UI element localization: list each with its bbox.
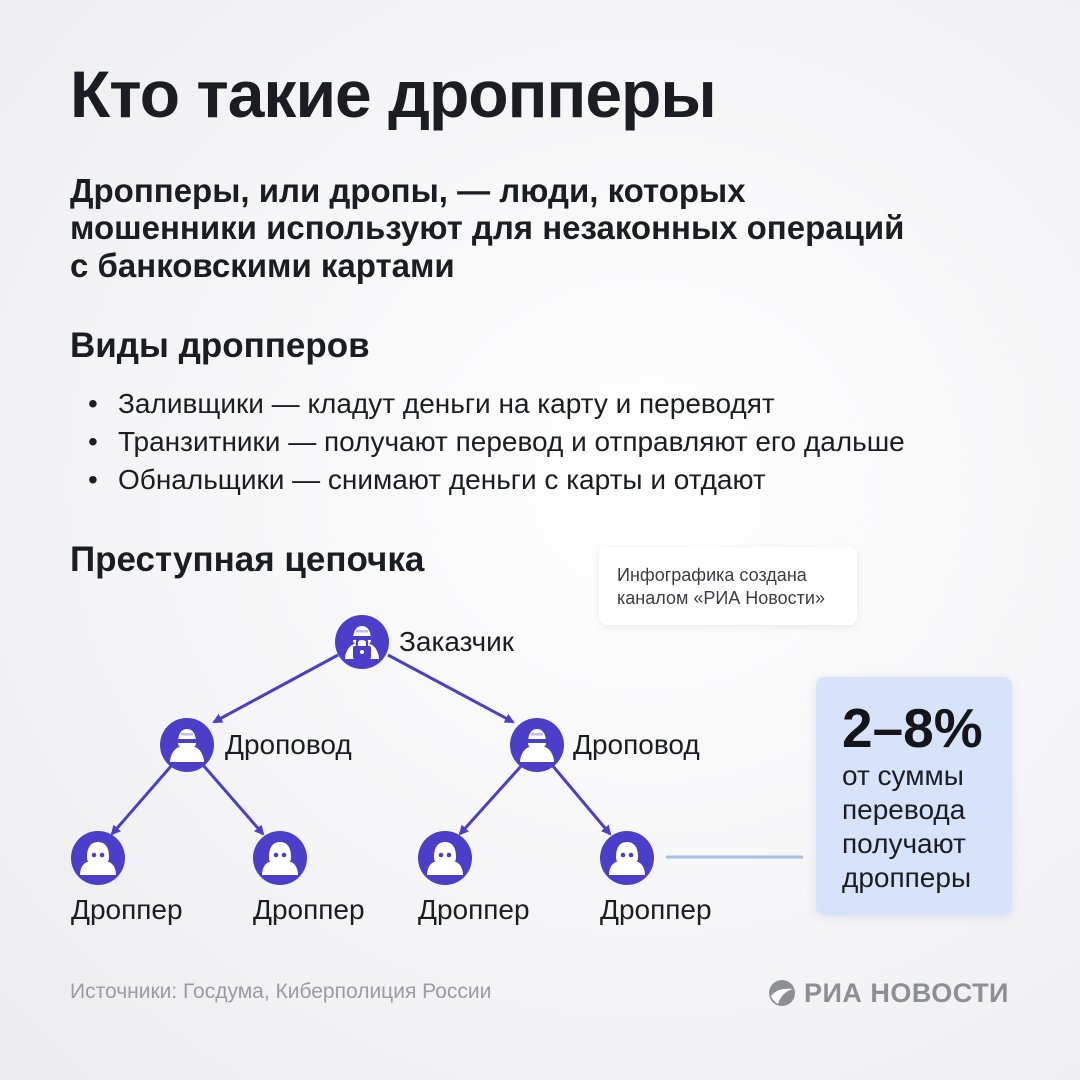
stat-box: 2–8% от суммы перевода получают дропперы [816, 677, 1012, 915]
stat-text: от суммы перевода получают дропперы [842, 759, 1012, 895]
lock-icon [353, 637, 371, 659]
node-label-dropovod: Дроповод [573, 729, 700, 760]
stat-line: перевода [842, 794, 966, 825]
arrow [550, 764, 612, 836]
arrow [201, 764, 265, 836]
dropovod-icon [510, 718, 564, 772]
types-heading: Виды дропперов [70, 326, 370, 365]
credit-note: Инфографика создана каналом «РИА Новости… [599, 547, 857, 625]
lead-text: Дропперы, или дропы, — люди, которых мош… [70, 172, 1030, 284]
node-label-dropper: Дроппер [600, 894, 712, 925]
ria-logo-icon [769, 980, 795, 1006]
stat-value: 2–8% [842, 697, 983, 759]
arrow [387, 653, 515, 724]
dropper-icon [418, 831, 472, 885]
lead-line: Дропперы, или дропы, — люди, которых [70, 172, 746, 209]
arrow [110, 764, 174, 836]
lead-line: мошенники используют для незаконных опер… [70, 209, 905, 247]
stat-line: получают [842, 828, 966, 859]
list-item: Заливщики — кладут деньги на карту и пер… [88, 385, 905, 423]
brand-text: РИА НОВОСТИ [804, 977, 1009, 1008]
node-label-dropper: Дроппер [418, 894, 530, 925]
list-item: Транзитники — получают перевод и отправл… [88, 423, 905, 461]
stat-line: дропперы [842, 862, 972, 893]
node-label-customer: Заказчик [399, 626, 514, 657]
page-title: Кто такие дропперы [70, 57, 717, 131]
stat-line: от суммы [842, 760, 964, 791]
dropper-icon [600, 831, 654, 885]
arrow [212, 653, 339, 724]
credit-line: Инфографика создана [617, 565, 807, 585]
lead-line: с банковскими картами [70, 246, 455, 284]
credit-line: каналом «РИА Новости» [617, 588, 825, 608]
sources-note: Источники: Госдума, Киберполиция России [70, 980, 492, 1003]
dropper-icon [71, 831, 125, 885]
node-label-dropper: Дроппер [253, 894, 365, 925]
list-item: Обнальщики — снимают деньги с карты и от… [88, 461, 905, 499]
arrow [458, 763, 524, 836]
dropper-icon [253, 831, 307, 885]
chain-heading: Преступная цепочка [70, 540, 425, 579]
types-list: Заливщики — кладут деньги на карту и пер… [88, 385, 905, 499]
customer-icon [335, 615, 389, 669]
brand-logo: РИА НОВОСТИ [768, 975, 1009, 1011]
dropovod-icon [160, 718, 214, 772]
node-label-dropper: Дроппер [71, 894, 183, 925]
node-label-dropovod: Дроповод [225, 729, 352, 760]
